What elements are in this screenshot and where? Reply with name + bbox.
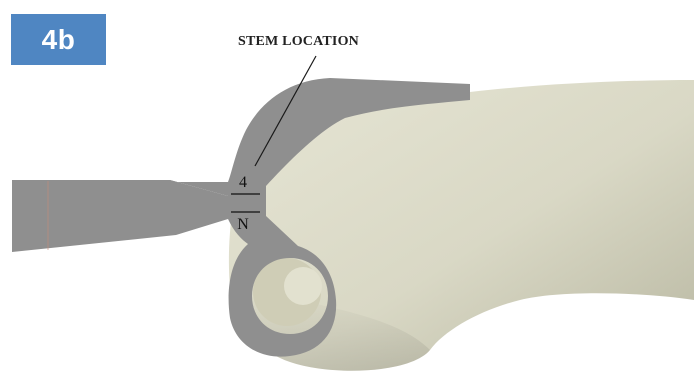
stem-mark-bottom-label: N [228,216,258,234]
guide-handle [12,180,228,252]
femoral-head-highlight [284,267,322,305]
figure-number-badge: 4b [11,14,106,65]
stem-mark-top-label: 4 [228,174,258,192]
stem-location-label: STEM LOCATION [238,34,359,50]
